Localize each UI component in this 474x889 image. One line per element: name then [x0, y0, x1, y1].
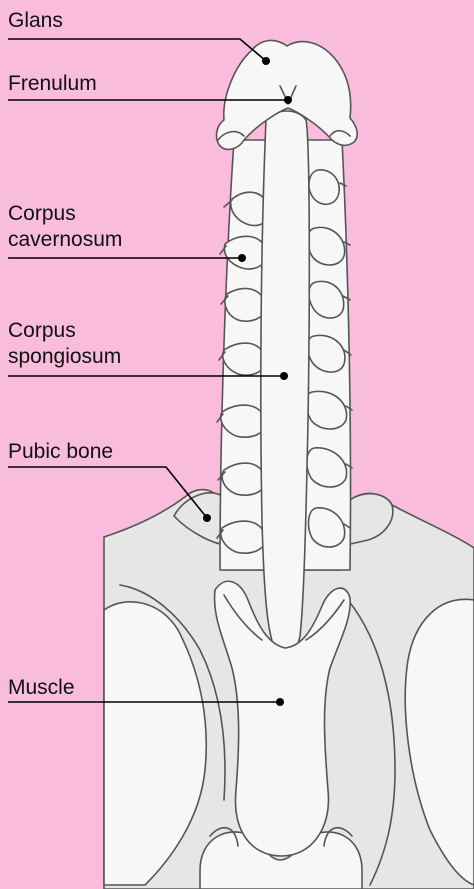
- label-pubic-bone: Pubic bone: [8, 439, 113, 465]
- corpus-spongiosum: [261, 111, 310, 656]
- dot-corpus-spongiosum: [280, 372, 288, 380]
- dot-corpus-cavernosum: [238, 254, 246, 262]
- label-frenulum: Frenulum: [8, 71, 97, 97]
- dot-frenulum: [284, 96, 292, 104]
- label-corpus-spongiosum: Corpus spongiosum: [8, 318, 121, 370]
- dot-muscle: [276, 698, 284, 706]
- dot-pubic-bone: [203, 514, 211, 522]
- dot-glans: [262, 57, 270, 65]
- label-muscle: Muscle: [8, 675, 75, 701]
- label-corpus-cavernosum: Corpus cavernosum: [8, 201, 122, 253]
- leader-glans: [8, 39, 266, 61]
- label-glans: Glans: [8, 8, 63, 34]
